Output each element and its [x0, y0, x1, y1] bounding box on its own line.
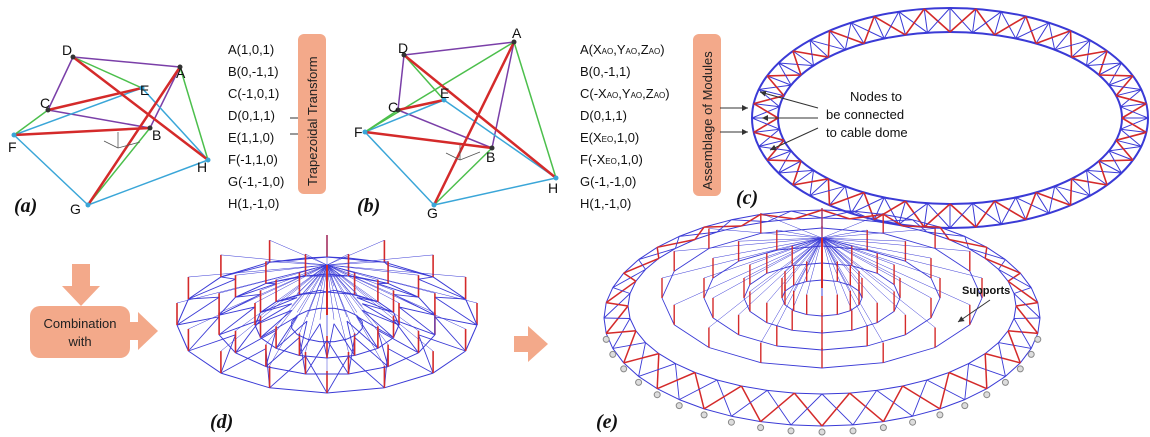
- supports-callout: Supports: [957, 285, 1010, 323]
- coord-1-E: E(1,1,0): [228, 130, 274, 145]
- trapezoidal-transform-box: Trapezoidal Transform: [298, 34, 326, 194]
- coord-2-A: A(XAO,YAO,ZAO): [580, 42, 665, 57]
- node-label-b-E: E: [440, 85, 449, 101]
- module-diagram-b: A B C D E F G H: [354, 25, 559, 221]
- coord-1-F: F(-1,1,0): [228, 152, 278, 167]
- node-label-a-B: B: [152, 127, 161, 143]
- node-label-b-B: B: [486, 149, 495, 165]
- node-label-b-D: D: [398, 40, 408, 56]
- node-label-b-F: F: [354, 124, 363, 140]
- node-label-b-G: G: [427, 205, 438, 221]
- coord-2-D: D(0,1,1): [580, 108, 627, 123]
- coord-1-H: H(1,-1,0): [228, 196, 279, 211]
- coordinate-list-2: A(XAO,YAO,ZAO) B(0,-1,1) C(-XAO,YAO,ZAO)…: [580, 42, 670, 211]
- panel-label-c: (c): [736, 187, 758, 209]
- nodes-callout: Nodes to be connected to cable dome: [826, 89, 908, 140]
- module-diagram-a: A B C D E F G H: [8, 42, 211, 217]
- coord-1-G: G(-1,-1,0): [228, 174, 284, 189]
- assemblage-label: Assemblage of Modules: [700, 51, 715, 190]
- coord-1-C: C(-1,0,1): [228, 86, 279, 101]
- node-label-a-H: H: [197, 159, 207, 175]
- full-dome-e: [602, 208, 1042, 436]
- coord-2-G: G(-1,-1,0): [580, 174, 636, 189]
- coord-1-A: A(1,0,1): [228, 42, 274, 57]
- panel-label-a: (a): [14, 195, 37, 217]
- coord-2-E: E(XEO,1,0): [580, 130, 639, 145]
- coord-2-B: B(0,-1,1): [580, 64, 631, 79]
- arrow-d-to-e: [514, 326, 548, 362]
- node-label-b-H: H: [548, 180, 558, 196]
- trapezoidal-transform-label: Trapezoidal Transform: [305, 56, 320, 186]
- panel-label-e: (e): [596, 411, 618, 433]
- node-label-a-D: D: [62, 42, 72, 58]
- combination-line-2: with: [67, 334, 91, 349]
- nodes-callout-line-3: to cable dome: [826, 125, 908, 140]
- node-label-a-A: A: [176, 65, 186, 81]
- nodes-callout-line-2: be connected: [826, 107, 904, 122]
- assemblage-box: Assemblage of Modules: [693, 34, 721, 196]
- node-label-a-G: G: [70, 201, 81, 217]
- panel-label-b: (b): [357, 195, 380, 217]
- nodes-callout-line-1: Nodes to: [850, 89, 902, 104]
- panel-label-d: (d): [210, 411, 233, 433]
- supports-label: Supports: [962, 285, 1010, 297]
- node-label-a-F: F: [8, 139, 17, 155]
- combination-box: Combination with: [30, 264, 158, 358]
- coord-1-D: D(0,1,1): [228, 108, 275, 123]
- node-label-b-C: C: [388, 99, 398, 115]
- coord-2-H: H(1,-1,0): [580, 196, 631, 211]
- coord-2-F: F(-XEO,1,0): [580, 152, 643, 167]
- ring-truss-c: [751, 7, 1149, 229]
- node-label-a-C: C: [40, 95, 50, 111]
- node-label-b-A: A: [512, 25, 522, 41]
- combination-line-1: Combination: [44, 316, 117, 331]
- coord-1-B: B(0,-1,1): [228, 64, 279, 79]
- cable-dome-d: [176, 235, 478, 394]
- coordinate-list-1: A(1,0,1) B(0,-1,1) C(-1,0,1) D(0,1,1) E(…: [228, 42, 284, 211]
- node-label-a-E: E: [140, 82, 149, 98]
- coord-2-C: C(-XAO,YAO,ZAO): [580, 86, 670, 101]
